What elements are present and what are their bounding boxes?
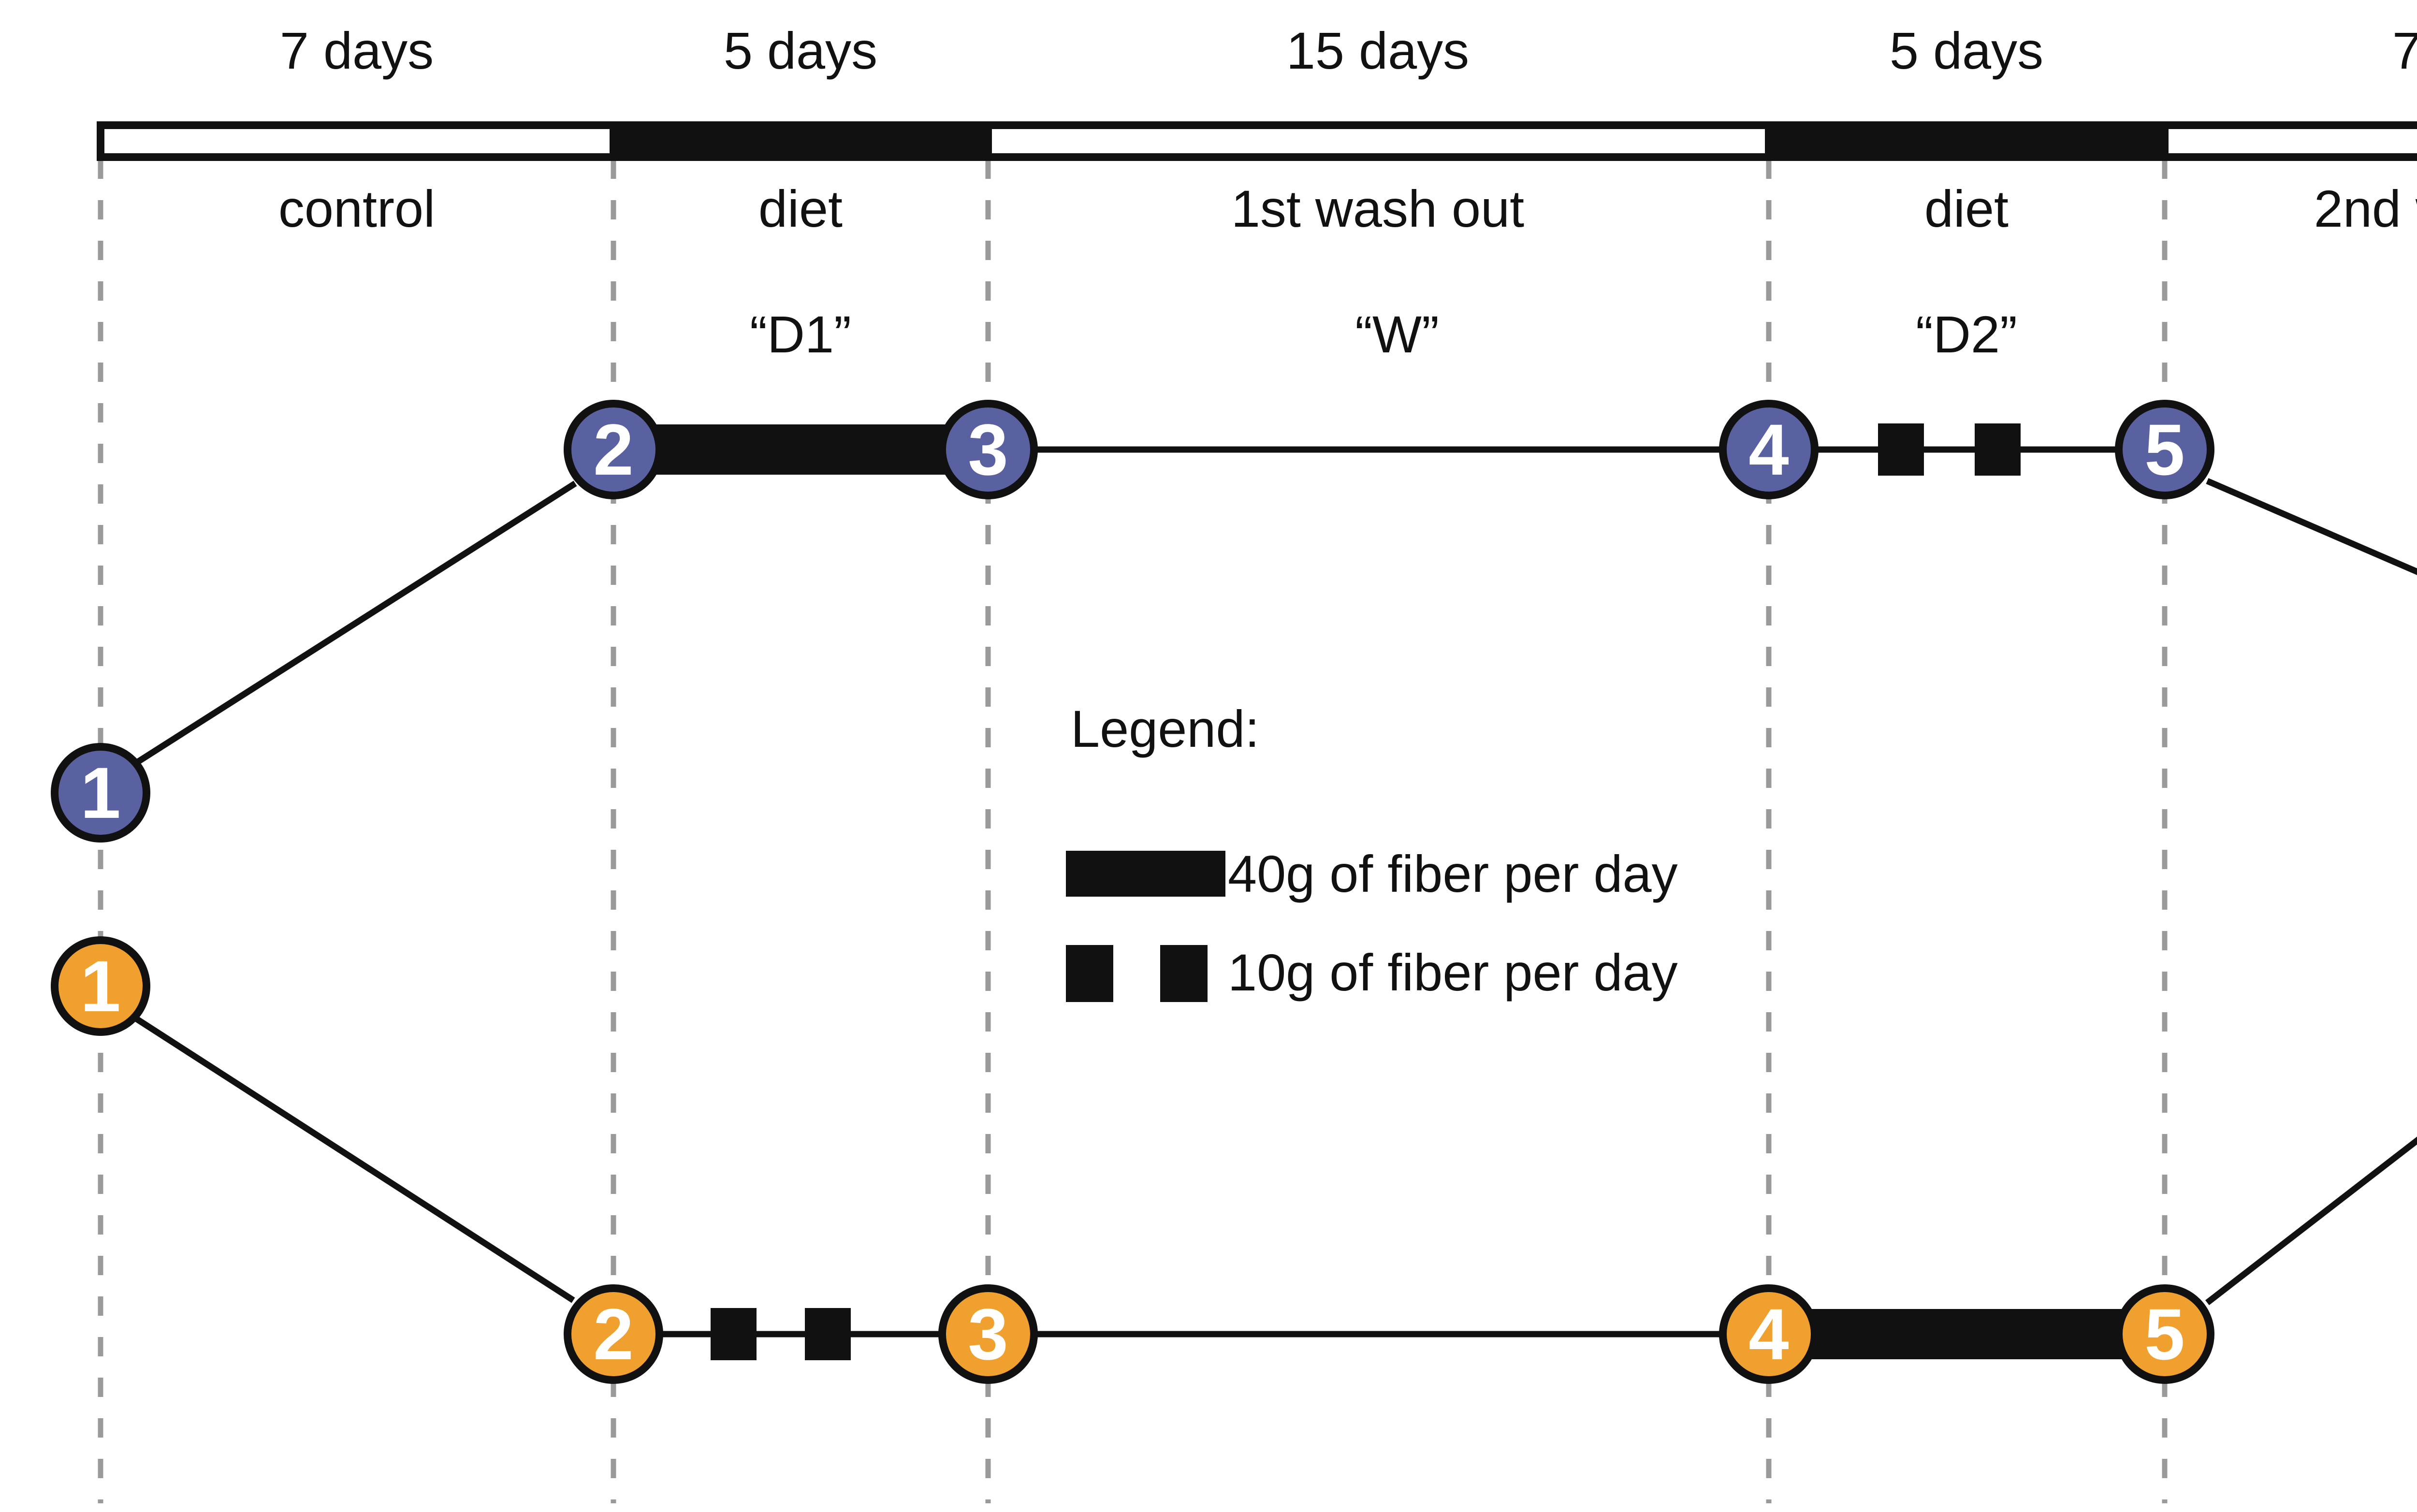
timeline-segment-diet-1 <box>613 121 988 161</box>
legend-swatch-40g <box>1066 851 1225 897</box>
node-a-4 <box>1719 400 1819 499</box>
timeline-segment-washout-2 <box>2161 121 2417 161</box>
node-a-1 <box>51 743 150 843</box>
timeline-segment-washout-1 <box>984 121 1773 161</box>
link-a-4-5-dashed <box>1815 423 2119 476</box>
arm-a-nodes <box>51 400 2214 843</box>
timeline-segment-diet-2 <box>1769 121 2165 161</box>
link-a-5-6 <box>2206 478 2417 575</box>
phase-label-diet-1: diet <box>758 179 843 238</box>
legend-swatch-10g-square-1 <box>1066 945 1113 1002</box>
link-b-4-5-thick-bar <box>1805 1309 2125 1359</box>
phase-label-washout-1: 1st wash out <box>1231 179 1525 238</box>
link-b-5-6 <box>2205 1136 2417 1306</box>
node-a-5 <box>2115 400 2214 499</box>
arm-b-links <box>132 1015 2417 1360</box>
legend-title: Legend: <box>1071 699 1260 758</box>
node-a-3 <box>938 400 1038 499</box>
link-b-1-2 <box>132 1015 575 1303</box>
node-b-3 <box>938 1284 1038 1384</box>
arm-a-links <box>134 423 2417 766</box>
timeline-bar <box>97 121 2417 161</box>
phase-label-washout-2: 2nd wash out <box>2314 179 2417 238</box>
phase-label-control: control <box>278 179 436 238</box>
code-label-w: “W” <box>1355 305 1439 363</box>
node-a-2 <box>564 400 663 499</box>
node-b-4 <box>1719 1284 1819 1384</box>
link-b-2-3-dashed <box>659 1308 942 1360</box>
timeline-segment-control <box>97 121 617 161</box>
duration-label-diet-2: 5 days <box>1889 21 2044 80</box>
duration-label-washout-1: 15 days <box>1286 21 1470 80</box>
node-b-1 <box>51 936 150 1036</box>
duration-label-washout-2: 7 days <box>2392 21 2417 80</box>
legend-swatch-10g-square-2 <box>1160 945 1208 1002</box>
duration-label-diet-1: 5 days <box>723 21 878 80</box>
link-a-2-3-thick-bar <box>650 424 952 475</box>
link-a-1-2 <box>134 480 577 766</box>
arm-b-nodes <box>51 936 2214 1384</box>
code-label-d2: “D2” <box>1916 305 2017 363</box>
legend-label-40g: 40g of fiber per day <box>1228 844 1678 903</box>
node-b-2 <box>564 1284 663 1384</box>
duration-label-control: 7 days <box>279 21 434 80</box>
code-label-d1: “D1” <box>750 305 851 363</box>
gridlines <box>98 160 2168 1503</box>
legend-swatches <box>1066 851 1225 1002</box>
legend-label-10g: 10g of fiber per day <box>1228 943 1678 1002</box>
phase-label-diet-2: diet <box>1924 179 2009 238</box>
node-b-5 <box>2115 1284 2214 1384</box>
